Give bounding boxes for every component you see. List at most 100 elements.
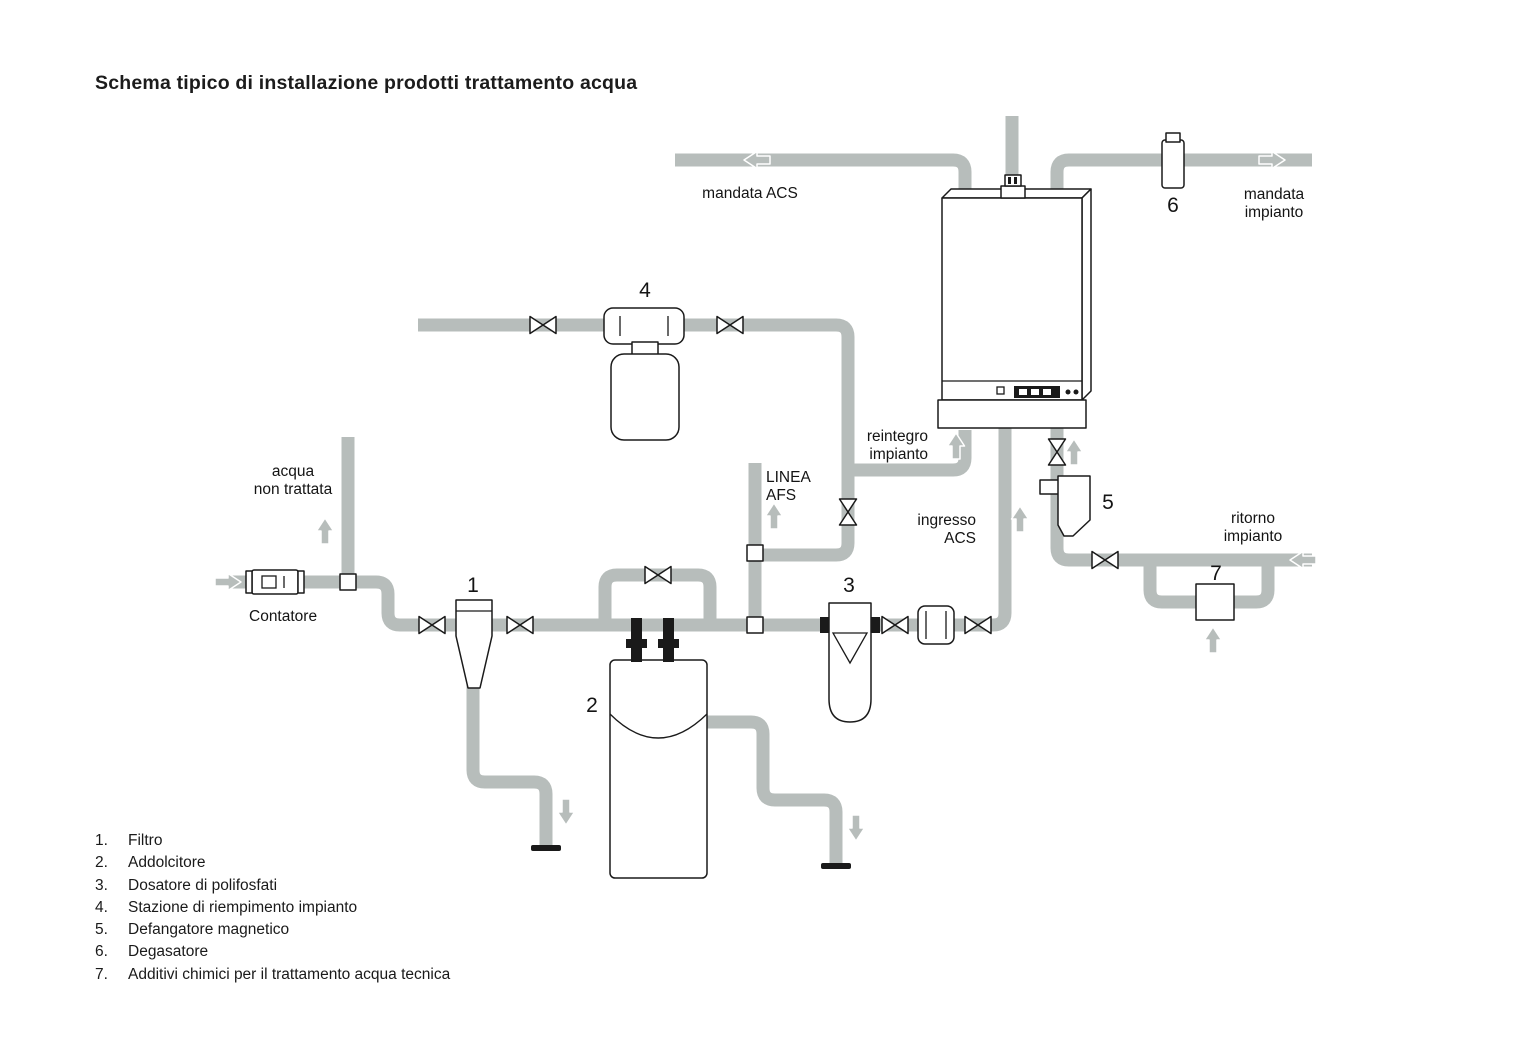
drain-flange	[531, 845, 561, 851]
label-linea-afs: LINEA	[766, 469, 811, 486]
boiler-right-face	[1081, 188, 1092, 401]
degasser-cap	[1165, 132, 1181, 143]
marker-6: 6	[1167, 194, 1179, 217]
boiler-display-digit	[1019, 389, 1027, 395]
legend-label: Addolcitore	[128, 854, 206, 872]
filling-station-head	[603, 307, 685, 345]
meter-flange	[297, 570, 305, 594]
legend-number: 6.	[95, 943, 108, 961]
boiler-knob	[1073, 389, 1079, 395]
marker-3: 3	[843, 574, 855, 597]
label-mandata-impianto: impianto	[1245, 204, 1304, 221]
check-valve-body	[917, 605, 955, 645]
polyphosphate-doser	[820, 602, 880, 723]
filling-station	[603, 307, 685, 441]
legend-number: 1.	[95, 832, 108, 849]
degasser-body	[1161, 139, 1185, 189]
pipe-reintegro	[848, 430, 972, 477]
pipe-softener-drain	[704, 715, 843, 864]
softener	[609, 618, 708, 879]
marker-4: 4	[639, 279, 651, 302]
flue-detail	[1014, 177, 1017, 184]
label-acqua-non-trattata: non trattata	[254, 481, 333, 498]
flow-arrow-up-icon	[315, 517, 335, 545]
pipe-main-line	[294, 428, 1012, 632]
boiler-display-digit	[1031, 389, 1039, 395]
flow-arrow-up-icon	[1064, 438, 1084, 466]
meter-body	[251, 569, 299, 595]
label-mandata-acs: mandata ACS	[702, 185, 798, 202]
label-acqua-non-trattata: acqua	[272, 463, 315, 480]
label-reintegro: reintegro	[867, 428, 928, 445]
legend-label: Degasatore	[128, 943, 209, 961]
legend-label: Dosatore di polifosfati	[128, 876, 278, 894]
label-ingresso-acs: ingresso	[917, 512, 976, 529]
flow-arrow-up-icon	[764, 502, 784, 530]
label-reintegro: impianto	[869, 446, 928, 463]
legend-label: Stazione di riempimento impianto	[128, 898, 358, 916]
boiler-panel-button	[996, 386, 1005, 395]
label-contatore: Contatore	[249, 608, 317, 625]
softener-tank	[609, 659, 708, 879]
legend-number: 7.	[95, 965, 108, 983]
pipe-filter-drain	[466, 683, 553, 846]
water-meter	[245, 569, 305, 595]
softener-connector-nut	[626, 639, 647, 648]
legend-label: Filtro	[128, 832, 163, 849]
boiler-body	[941, 197, 1083, 401]
chemical-dosing-box	[1195, 583, 1235, 621]
flow-arrow-up-icon	[1203, 626, 1223, 654]
pipe-ritorno	[1050, 428, 1312, 567]
flue-adapter	[1004, 174, 1022, 187]
doser-funnel	[831, 632, 869, 665]
check-valve	[917, 605, 955, 645]
pipe-mandata-acs	[675, 153, 972, 200]
pipe-softener-bypass	[598, 568, 717, 623]
flue-collar	[1000, 185, 1026, 199]
doser-nut	[820, 617, 829, 633]
marker-7: 7	[1210, 562, 1222, 585]
legend-number: 5.	[95, 921, 108, 939]
label-mandata-impianto: mandata	[1244, 186, 1305, 203]
page-title: Schema tipico di installazione prodotti …	[95, 72, 638, 95]
tee-coupling	[339, 573, 357, 591]
legend: 1. Filtro 2. Addolcitore 3. Dosatore di …	[95, 832, 450, 988]
legend-item-degasatore: 6. Degasatore	[95, 943, 450, 965]
softener-dome-line	[609, 713, 708, 739]
degasser	[1161, 132, 1185, 189]
filling-station-detail	[619, 316, 669, 336]
legend-item-defangatore: 5. Defangatore magnetico	[95, 921, 450, 943]
filter	[455, 599, 493, 689]
number-markers: 1 2 3 4 5 6 7	[467, 194, 1222, 717]
meter-flange	[245, 570, 253, 594]
boiler	[937, 174, 1092, 429]
flue-detail	[1008, 177, 1011, 184]
dirt-separator-body	[1057, 475, 1091, 537]
marker-1: 1	[467, 574, 479, 597]
legend-number: 4.	[95, 898, 108, 916]
dirt-separator	[1039, 475, 1091, 537]
diagram-labels: mandata ACS mandata impianto reintegro i…	[249, 185, 1305, 625]
marker-5: 5	[1102, 491, 1114, 514]
boiler-bottom-tray	[937, 399, 1087, 429]
legend-item-filtro: 1. Filtro	[95, 832, 450, 854]
flow-arrow-up-icon	[1010, 505, 1030, 533]
legend-item-addolcitore: 2. Addolcitore	[95, 854, 450, 876]
doser-nut	[871, 617, 880, 633]
legend-item-additivi: 7. Additivi chimici per il trattamento a…	[95, 966, 450, 988]
legend-number: 2.	[95, 854, 108, 872]
boiler-display-digit	[1043, 389, 1051, 395]
boiler-knob	[1065, 389, 1071, 395]
legend-number: 3.	[95, 876, 108, 894]
label-ingresso-acs: ACS	[944, 530, 976, 547]
label-ritorno: ritorno	[1231, 510, 1275, 527]
legend-label: Additivi chimici per il trattamento acqu…	[128, 965, 451, 983]
flow-arrow-down-icon	[556, 798, 576, 826]
pipe-mandata-impianto	[1050, 153, 1312, 200]
filling-station-cartridge	[610, 353, 680, 441]
flow-arrow-down-icon	[846, 814, 866, 842]
legend-item-stazione: 4. Stazione di riempimento impianto	[95, 899, 450, 921]
legend-item-dosatore: 3. Dosatore di polifosfati	[95, 877, 450, 899]
